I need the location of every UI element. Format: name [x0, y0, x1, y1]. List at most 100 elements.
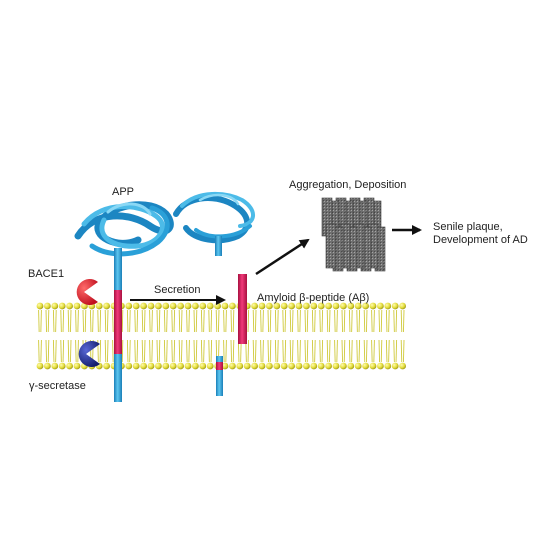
lipid-head [169, 362, 177, 370]
lipid-head [369, 362, 377, 370]
lipid-head [66, 362, 73, 370]
lipid-head [295, 302, 303, 310]
lipid-head [58, 362, 66, 370]
lipid-tail [136, 339, 139, 363]
lipid-tail [136, 309, 139, 333]
lipid-tail [69, 339, 72, 363]
lipid-head [36, 362, 44, 370]
lipid-tail [60, 309, 62, 333]
lipid-head [125, 302, 133, 310]
lipid-head [169, 302, 177, 310]
lipid-tail [269, 339, 272, 363]
lipid-tail [69, 309, 72, 333]
lipid-tail [306, 309, 309, 333]
lipid-tail [89, 309, 92, 333]
lipid-tail [297, 339, 299, 363]
lipid-tail [45, 309, 48, 333]
lipid-tail [306, 339, 309, 363]
lipid-head [206, 302, 214, 310]
lipid-tail [126, 339, 129, 363]
lipid-tail [45, 339, 48, 363]
lipid-tail [260, 339, 262, 363]
amyloid-fibril [325, 223, 337, 269]
lipid-tail [156, 339, 159, 363]
lipid-tail [186, 339, 188, 363]
lipid-tail [400, 309, 403, 333]
lipid-head [399, 362, 406, 370]
lipid-tail [395, 339, 398, 363]
lipid-tail [351, 309, 353, 333]
lipid-head [258, 362, 266, 370]
lipid-tail [62, 309, 65, 333]
lipid-tail [373, 339, 375, 363]
lipid-tail [208, 309, 210, 333]
gamma-secretase-pacman-icon [78, 341, 100, 367]
bace1-label: BACE1 [28, 268, 65, 280]
lipid-tail [299, 309, 301, 333]
lipid-head [214, 302, 222, 310]
lipid-tail [92, 309, 94, 333]
lipid-tail [395, 309, 398, 333]
lipid-tail [356, 339, 358, 363]
lipid-tail [326, 339, 329, 363]
app-stalk-lower [114, 354, 122, 402]
lipid-head [280, 302, 288, 310]
lipid-tail [225, 309, 227, 333]
lipid-tail [166, 339, 168, 363]
lipid-tail [356, 309, 358, 333]
lipid-tail [195, 309, 198, 333]
lipid-tail [343, 339, 346, 363]
lipid-tail [126, 309, 129, 333]
lipid-tail [230, 339, 233, 363]
lipid-tail [334, 309, 336, 333]
lipid-tail [371, 309, 373, 333]
lipid-head [354, 302, 362, 310]
lipid-tail [178, 339, 181, 363]
aggregation-arrow [255, 238, 310, 276]
lipid-tail [134, 309, 136, 333]
lipid-tail [385, 309, 388, 333]
lipid-tail [203, 339, 205, 363]
lipid-tail [378, 339, 381, 363]
lipid-tail [343, 309, 346, 333]
lipid-tail [67, 339, 70, 363]
lipid-head [147, 302, 155, 310]
lipid-tail [341, 309, 344, 333]
lipid-head [206, 362, 214, 370]
lipid-tail [363, 339, 366, 363]
lipid-head [147, 362, 155, 370]
lipid-tail [326, 309, 329, 333]
lipid-tail [400, 339, 403, 363]
lipid-tail [166, 309, 168, 333]
lipid-tail [365, 339, 368, 363]
abeta-segment-in-app [114, 290, 122, 354]
lipid-tail [171, 309, 173, 333]
lipid-tail [163, 339, 166, 363]
c-terminal-fragment [216, 356, 223, 396]
lipid-head [103, 362, 110, 370]
lipid-tail [55, 309, 57, 333]
amyloid-beta-label: Amyloid β-peptide (Aβ) [257, 292, 370, 304]
lipid-head [384, 302, 392, 310]
lipid-tail [77, 339, 79, 363]
lipid-head [184, 302, 192, 310]
lipid-tail [304, 309, 307, 333]
lipid-tail [378, 309, 381, 333]
lipid-head [36, 302, 44, 310]
lipid-tail [55, 339, 57, 363]
lipid-head [66, 302, 73, 310]
app-extracellular-domain-cleaved [173, 191, 255, 244]
lipid-tail [380, 339, 383, 363]
lipid-tail [97, 309, 99, 333]
lipid-tail [373, 309, 375, 333]
lipid-tail [319, 339, 321, 363]
lipid-tail [158, 309, 161, 333]
lipid-tail [171, 339, 173, 363]
lipid-tail [217, 309, 220, 333]
lipid-tail [75, 339, 77, 363]
lipid-head [51, 302, 59, 310]
secretion-label: Secretion [154, 284, 201, 296]
lipid-tail [380, 309, 383, 333]
lipid-head [317, 362, 325, 370]
